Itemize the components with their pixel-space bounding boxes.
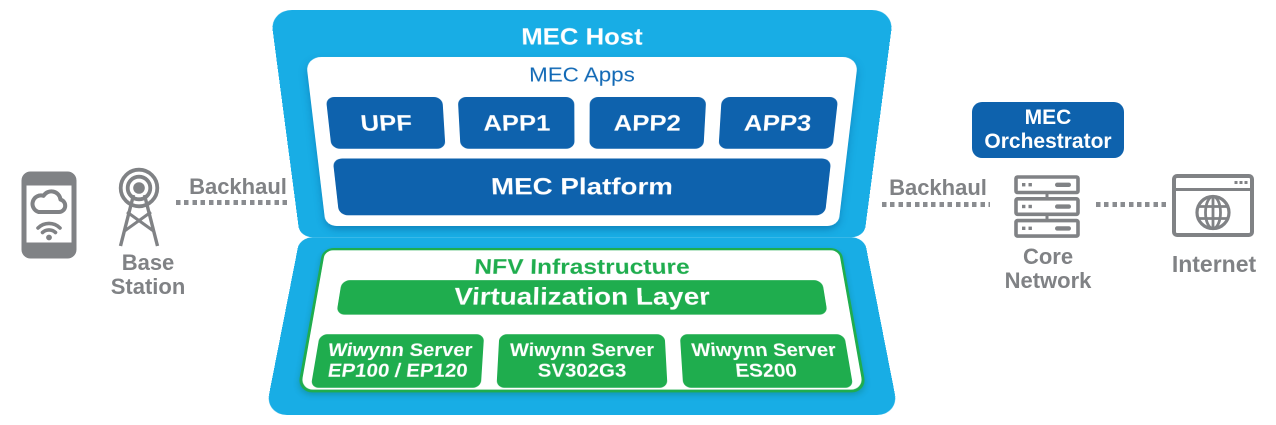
mec-apps-row: UPF APP1 APP2 APP3: [325, 96, 839, 149]
upf-box: UPF: [325, 96, 446, 149]
server-box-sv302g3: Wiwynn Server SV302G3: [496, 334, 668, 388]
mec-platform-bar: MEC Platform: [332, 158, 832, 216]
smartphone-cloud-wifi-icon: [21, 171, 77, 259]
mec-orchestrator-box: MEC Orchestrator: [972, 102, 1124, 158]
backhaul-dotted-line-left: [176, 200, 288, 205]
mec-apps-panel: MEC Apps UPF APP1 APP2 APP3 MEC Platform: [305, 56, 859, 226]
browser-globe-icon: [1172, 174, 1254, 237]
mec-host-title: MEC Host: [520, 22, 644, 50]
antenna-tower-icon: [118, 167, 160, 247]
backhaul-dotted-line-right: [882, 202, 990, 207]
server-box-es200: Wiwynn Server ES200: [679, 334, 854, 388]
mec-host-shape-bottom: NFV Infrastructure Virtualization Layer …: [265, 237, 899, 415]
mec-host-shape-top: MEC Host MEC Apps UPF APP1 APP2 APP3 MEC…: [270, 10, 894, 238]
app1-box: APP1: [457, 96, 575, 149]
backhaul-label-left: Backhaul: [189, 174, 287, 199]
core-network-label: Core Network: [1004, 244, 1092, 293]
server-stack-icon: [1014, 175, 1080, 238]
wifi-icon: [36, 221, 62, 230]
mec-apps-title: MEC Apps: [528, 63, 636, 86]
core-internet-dotted-line: [1096, 202, 1170, 207]
cloud-icon: [30, 189, 68, 214]
nfv-infrastructure-title: NFV Infrastructure: [473, 254, 691, 279]
backhaul-label-right: Backhaul: [889, 175, 987, 200]
base-station-label: Base Station: [110, 250, 186, 299]
virtualization-layer-bar: Virtualization Layer: [336, 280, 828, 315]
app3-box: APP3: [718, 96, 839, 149]
server-box-ep100-ep120: Wiwynn Server EP100 / EP120: [310, 334, 485, 388]
app2-box: APP2: [589, 96, 707, 149]
nfv-infrastructure-panel: NFV Infrastructure Virtualization Layer …: [297, 247, 867, 393]
wiwynn-servers-row: Wiwynn Server EP100 / EP120 Wiwynn Serve…: [310, 334, 854, 388]
internet-label: Internet: [1171, 251, 1257, 277]
